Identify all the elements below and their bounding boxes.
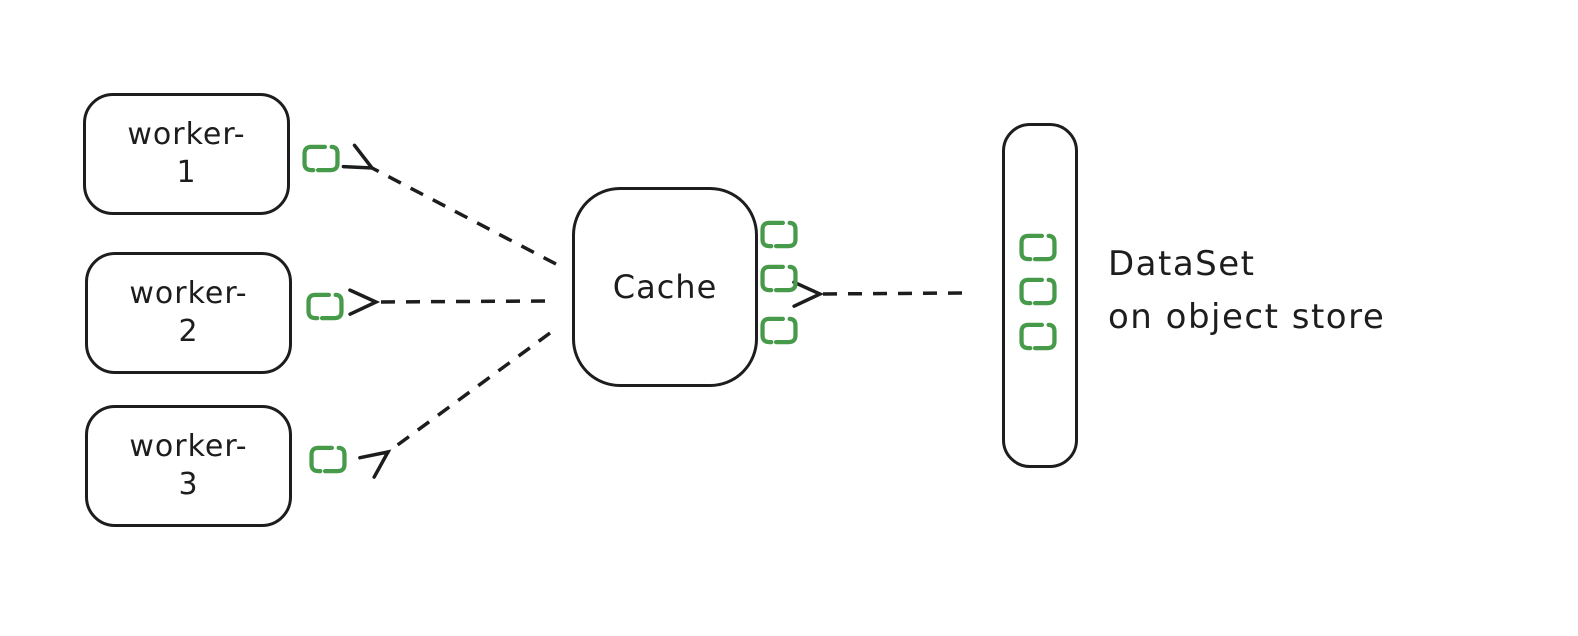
data-chunk-icon [757,315,801,346]
data-chunk-icon [1016,232,1060,263]
data-chunk-icon [757,263,801,294]
data-chunk-icon [306,444,350,475]
worker-1-label-line1: worker- [127,117,246,152]
worker-2-box[interactable]: worker- 2 [85,252,292,374]
data-chunk-icon [757,219,801,250]
data-chunk-icon [1016,321,1060,352]
worker-1-label-line2: 1 [176,155,197,190]
cache-box[interactable]: Cache [572,187,758,387]
dataset-label: DataSet on object store [1108,238,1385,344]
arrow-dataset-to-cache [792,280,963,308]
data-chunk-icon [303,291,347,322]
dataset-box[interactable] [1002,123,1078,468]
data-chunk-icon [299,143,343,174]
arrow-cache-to-worker-1 [341,143,557,266]
worker-2-label-line1: worker- [129,276,248,311]
worker-2-label-line2: 2 [178,314,199,349]
cache-label: Cache [612,268,718,306]
worker-3-box[interactable]: worker- 3 [85,405,292,527]
worker-3-label-line2: 3 [178,467,199,502]
dataset-label-line1: DataSet [1108,244,1256,284]
dataset-label-line2: on object store [1108,297,1386,337]
worker-1-box[interactable]: worker- 1 [83,93,290,215]
data-chunk-icon [1016,276,1060,307]
worker-3-label-line1: worker- [129,429,248,464]
arrow-cache-to-worker-2 [348,288,546,316]
arrow-cache-to-worker-3 [358,331,552,479]
